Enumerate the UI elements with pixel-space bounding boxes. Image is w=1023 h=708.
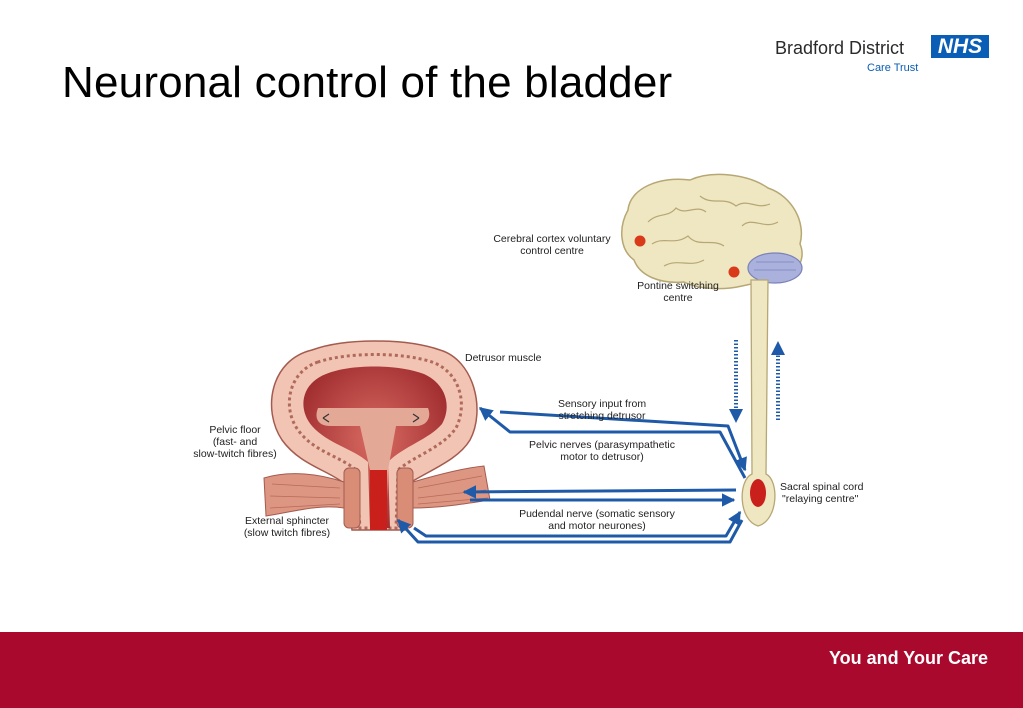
label-cortex-2: control centre — [520, 245, 584, 257]
label-pelvic-floor-1: Pelvic floor — [209, 424, 261, 436]
nhs-badge: NHS — [931, 35, 989, 58]
label-pelvic-nerves-1: Pelvic nerves (parasympathetic — [529, 439, 675, 451]
pudendal-motor-top — [462, 485, 737, 499]
label-sensory-1: Sensory input from — [558, 398, 646, 410]
pelvic-nerve-path — [499, 410, 747, 472]
label-sacral-2: "relaying centre" — [782, 493, 859, 505]
diagram-labels: Cerebral cortex voluntary control centre… — [193, 233, 863, 539]
footer-tagline: You and Your Care — [828, 648, 988, 668]
nerve-pathways — [396, 406, 747, 544]
label-pelvic-floor-3: slow-twitch fibres) — [193, 448, 276, 460]
spinal-cord — [741, 279, 776, 527]
label-pudendal-2: and motor neurones) — [548, 520, 645, 532]
bladder — [263, 340, 491, 531]
cerebellum — [747, 252, 803, 284]
label-sensory-2: stretching detrusor — [559, 410, 646, 422]
urethra — [370, 470, 387, 530]
pelvic-floor-left — [263, 473, 345, 517]
cortex-centre-dot — [634, 235, 646, 247]
brain — [621, 173, 803, 290]
label-pontine-1: Pontine switching — [637, 280, 719, 292]
label-detrusor: Detrusor muscle — [465, 352, 542, 364]
label-sphincter-1: External sphincter — [245, 515, 330, 527]
slide-title: Neuronal control of the bladder — [62, 58, 673, 107]
nhs-logo: Bradford District NHS Care Trust — [775, 35, 990, 77]
external-sphincter-left — [343, 467, 361, 529]
logo-subtitle: Care Trust — [867, 62, 919, 74]
label-cortex-1: Cerebral cortex voluntary — [493, 233, 611, 245]
external-sphincter-right — [396, 467, 414, 529]
label-pudendal-1: Pudendal nerve (somatic sensory — [519, 508, 676, 520]
pudendal-sensory-inner — [413, 510, 742, 538]
sacral-centre — [750, 479, 766, 507]
pudendal-sensory-outer — [396, 518, 744, 544]
label-pelvic-nerves-2: motor to detrusor) — [560, 451, 643, 463]
label-pontine-2: centre — [663, 292, 692, 304]
label-sacral-1: Sacral spinal cord — [780, 481, 864, 493]
pontine-centre-dot — [728, 266, 740, 278]
sensory-nerve-path — [478, 406, 747, 479]
label-sphincter-2: (slow twitch fibres) — [244, 527, 330, 539]
footer-bar: You and Your Care — [0, 632, 1023, 708]
logo-organisation: Bradford District — [775, 38, 905, 58]
label-pelvic-floor-2: (fast- and — [213, 436, 258, 448]
bladder-neuronal-diagram: Cerebral cortex voluntary control centre… — [193, 173, 864, 544]
brain-spinal-pathways — [729, 340, 785, 423]
